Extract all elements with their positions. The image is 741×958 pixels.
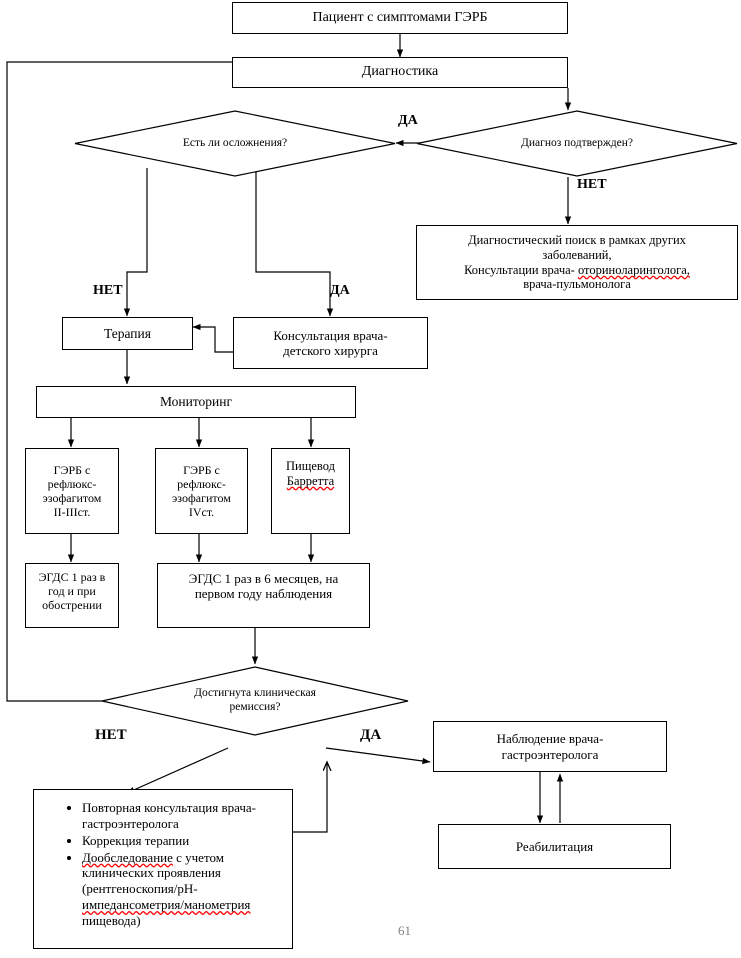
- node-egds-6m-line1: ЭГДС 1 раз в 6 месяцев, на: [188, 571, 339, 586]
- node-gerd-4-line2: рефлюкс-: [177, 476, 226, 491]
- list-item: Дообследование с учетом клинических проя…: [82, 850, 278, 929]
- node-egds-6m-line2: первом году наблюдения: [194, 586, 333, 602]
- node-patient-symptoms: Пациент с симптомами ГЭРБ: [232, 2, 568, 34]
- node-diagnostics-label: Диагностика: [361, 64, 439, 80]
- node-egds-once-a-year: ЭГДС 1 раз в год и при обострении: [25, 563, 119, 628]
- node-patient-symptoms-label: Пациент с симптомами ГЭРБ: [312, 9, 488, 25]
- node-diagnostics: Диагностика: [232, 57, 568, 88]
- edge-label-yes-confirmed: ДА: [398, 113, 418, 128]
- node-observation-line1: Наблюдение врача-: [496, 731, 604, 747]
- node-gerd-2-3-line1: ГЭРБ с: [53, 462, 91, 477]
- edge-label-no-complications: НЕТ: [93, 283, 123, 298]
- edge-bullets-return: [293, 762, 327, 833]
- edge-label-no-remission: НЕТ: [95, 727, 127, 743]
- no-remission-actions-list: Повторная консультация врача-гастроэнтер…: [48, 800, 278, 929]
- node-other-diagnostic-search-line3: Консультации врача- оториноларинголога,: [464, 262, 690, 277]
- node-therapy-label: Терапия: [104, 325, 151, 341]
- node-no-remission-actions: Повторная консультация врача-гастроэнтер…: [33, 789, 293, 949]
- edge-complications-no: [123, 168, 148, 317]
- node-therapy: Терапия: [62, 317, 193, 350]
- node-gerd-reflux-esophagitis-4: ГЭРБ с рефлюкс- эзофагитом IVст.: [155, 448, 248, 534]
- node-pediatric-surgeon-consult-line2: детского хирурга: [283, 343, 378, 358]
- node-barrett-line1: Пищевод: [286, 459, 335, 473]
- node-observation-line2: гастроэнтеролога: [501, 746, 599, 762]
- node-other-diagnostic-search-line4: врача-пульмонолога: [523, 277, 631, 292]
- list-item: Коррекция терапии: [82, 833, 278, 849]
- node-gastroenterologist-observation: Наблюдение врача- гастроэнтеролога: [433, 721, 667, 772]
- node-rehabilitation: Реабилитация: [438, 824, 671, 869]
- node-gerd-2-3-line3: эзофагитом: [42, 491, 102, 505]
- node-monitoring-label: Мониторинг: [159, 394, 233, 410]
- node-gerd-2-3-line2: рефлюкс-: [47, 476, 97, 491]
- node-other-diagnostic-search-line1: Диагностический поиск в рамках других: [468, 233, 686, 247]
- node-egds-year-line1: ЭГДС 1 раз в: [38, 570, 106, 584]
- node-gerd-2-3-line4: II-IIIст.: [53, 505, 91, 520]
- node-other-diagnostic-search: Диагностический поиск в рамках других за…: [416, 225, 738, 300]
- node-barrett-esophagus: Пищевод Барретта: [271, 448, 350, 534]
- node-gerd-4-line4: IVст.: [188, 505, 215, 520]
- node-egds-every-6-months: ЭГДС 1 раз в 6 месяцев, на первом году н…: [157, 563, 370, 628]
- list-item: Повторная консультация врача-гастроэнтер…: [82, 800, 278, 832]
- spellcheck-barrett: Барретта: [286, 473, 335, 488]
- node-egds-year-line2: год и при: [48, 584, 96, 599]
- spellcheck-otolaryngologist: оториноларинголога,: [577, 262, 690, 277]
- node-monitoring: Мониторинг: [36, 386, 356, 418]
- decision-diagnosis-confirmed-shape: [416, 110, 738, 177]
- node-gerd-4-line3: эзофагитом: [172, 491, 231, 505]
- node-pediatric-surgeon-consult: Консультация врача- детского хирурга: [233, 317, 428, 369]
- decision-complications: Есть ли осложнения?: [74, 110, 396, 177]
- node-gerd-4-line1: ГЭРБ с: [183, 462, 220, 477]
- node-gerd-reflux-esophagitis-2-3: ГЭРБ с рефлюкс- эзофагитом II-IIIст.: [25, 448, 119, 534]
- spellcheck-impedansometriya: импедансометрия/манометрия: [82, 897, 251, 913]
- edge-label-yes-complications: ДА: [330, 283, 350, 298]
- edge-complications-yes: [255, 168, 334, 317]
- decision-diagnosis-confirmed: Диагноз подтвержден?: [416, 110, 738, 177]
- node-rehabilitation-label: Реабилитация: [515, 838, 594, 854]
- spellcheck-doobsledovanie: Дообследование: [82, 849, 173, 865]
- decision-clinical-remission: Достигнута клиническая ремиссия?: [101, 666, 409, 736]
- node-pediatric-surgeon-consult-line1: Консультация врача-: [273, 327, 388, 343]
- decision-complications-shape: [74, 110, 396, 177]
- edge-label-no-confirmed: НЕТ: [577, 177, 607, 192]
- node-other-diagnostic-search-line2: заболеваний,: [542, 247, 612, 262]
- edge-remission-no: [126, 747, 229, 794]
- edge-remission-yes: [325, 747, 431, 765]
- node-egds-year-line3: обострении: [42, 598, 102, 613]
- page-number: 61: [398, 923, 411, 938]
- decision-clinical-remission-shape: [101, 666, 409, 736]
- edge-label-yes-remission: ДА: [360, 727, 382, 743]
